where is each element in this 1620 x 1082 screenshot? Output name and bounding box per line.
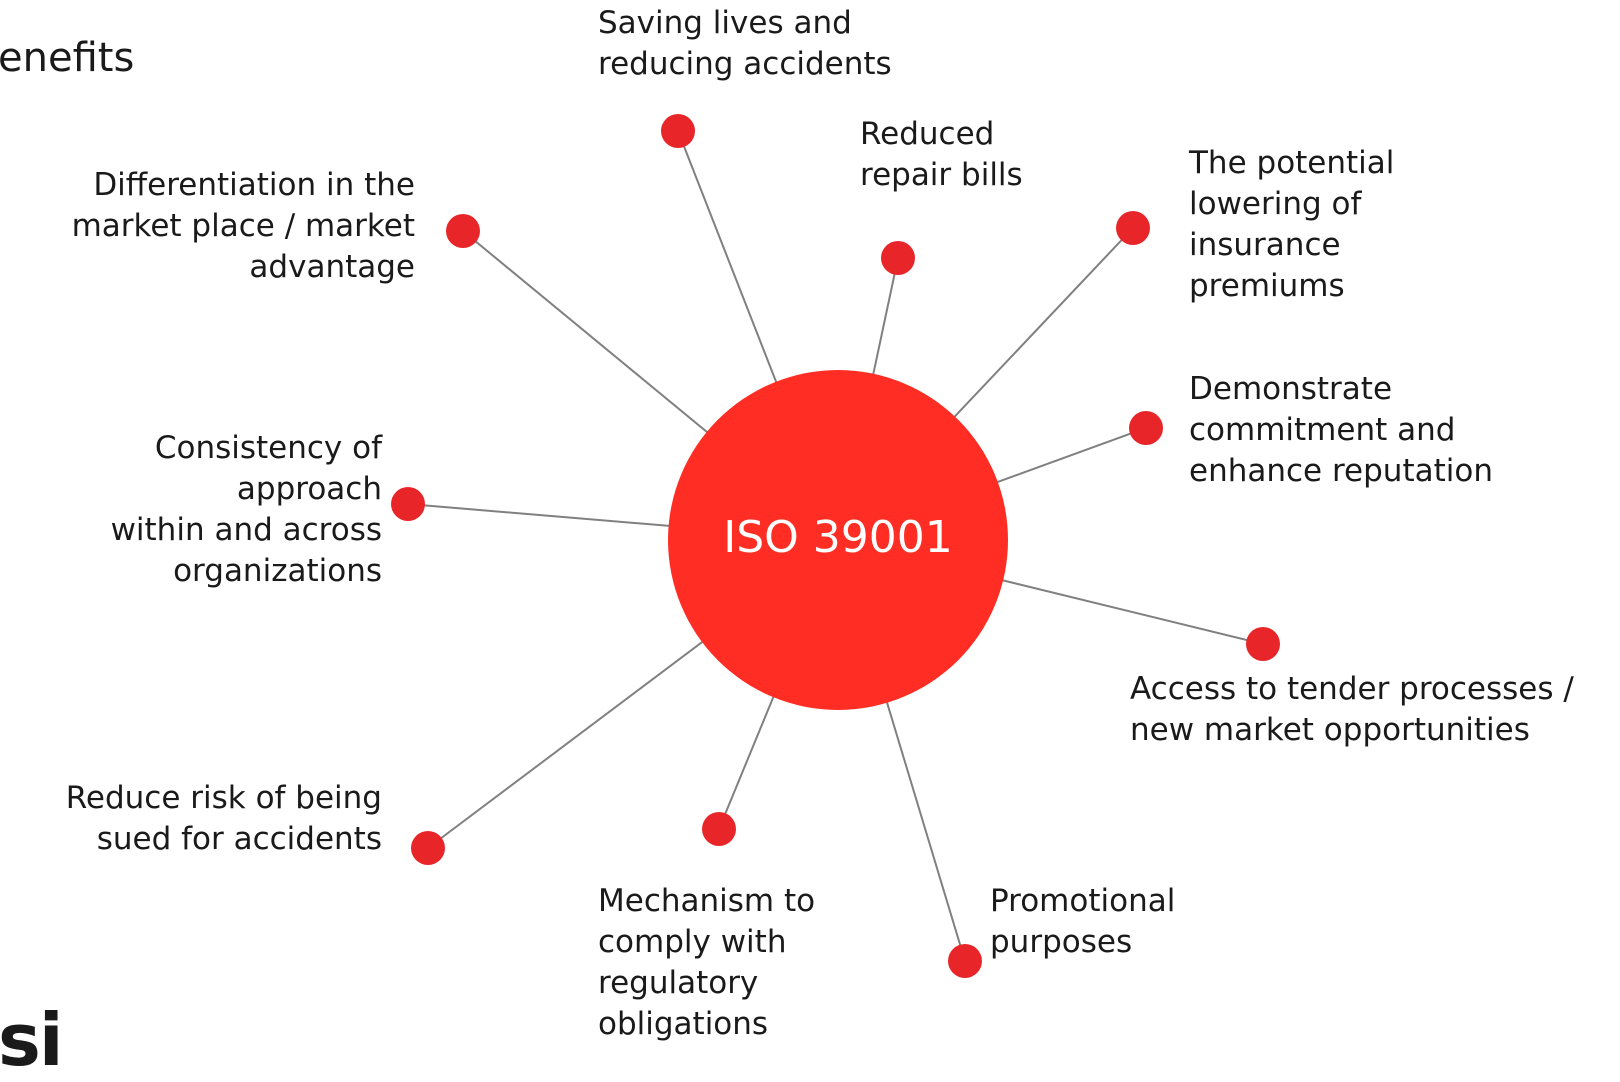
benefit-label-differentiation: Differentiation in the market place / ma… [71,167,415,285]
benefit-label-tender: Access to tender processes / new market … [1130,671,1574,748]
brand-logo: si [0,998,64,1082]
hub-label: ISO 39001 [723,512,953,563]
benefit-label-reputation: Demonstrate commitment and enhance reput… [1189,371,1493,489]
spoke-dot-regulatory [702,812,736,846]
spoke-dot-saving-lives [661,114,695,148]
benefit-label-promotional: Promotional purposes [990,883,1176,960]
spoke-end-dots [391,114,1280,978]
benefit-label-regulatory: Mechanism to comply with regulatory obli… [598,883,816,1042]
page-title: enefits [0,35,135,81]
benefit-label-repair-bills: Reduced repair bills [860,116,1023,193]
benefit-label-consistency: Consistency of approach within and acros… [110,430,382,589]
spoke-dot-differentiation [446,214,480,248]
spoke-dot-promotional [948,944,982,978]
spoke-dot-consistency [391,487,425,521]
spoke-dot-tender [1246,627,1280,661]
hub-circle [668,370,1008,710]
spoke-dot-sued [411,831,445,865]
spoke-dot-insurance [1116,211,1150,245]
benefit-label-sued: Reduce risk of being sued for accidents [65,780,382,857]
benefit-label-insurance: The potential lowering of insurance prem… [1189,145,1395,304]
spoke-dot-reputation [1129,411,1163,445]
spoke-dot-repair-bills [881,241,915,275]
benefit-label-saving-lives: Saving lives and reducing accidents [598,5,892,82]
